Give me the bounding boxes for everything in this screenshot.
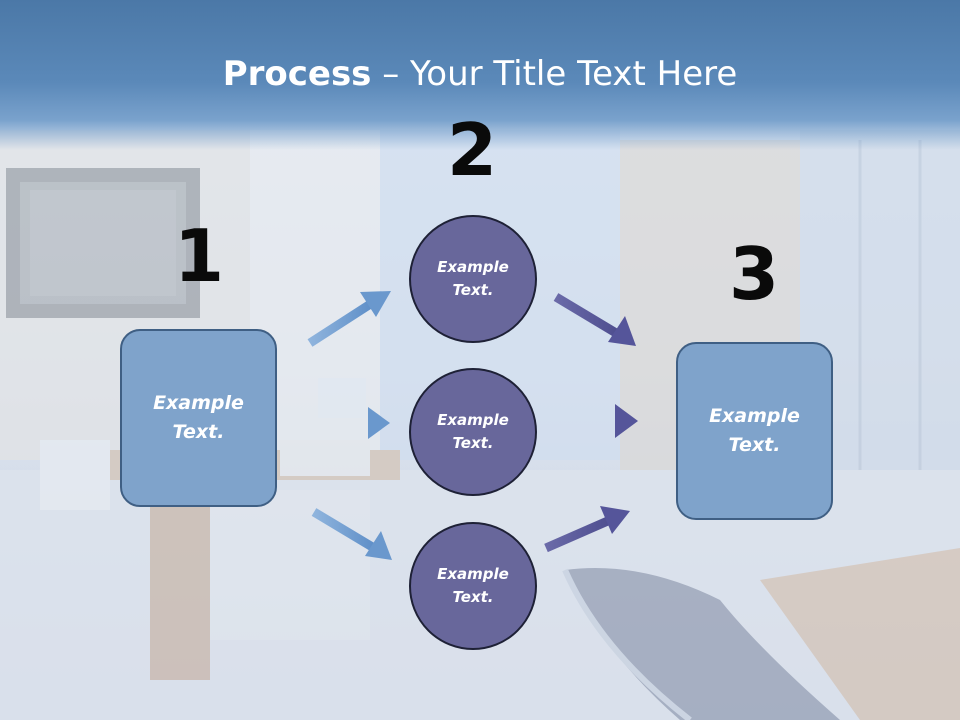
step-1-text-line2: Text. <box>172 421 225 443</box>
step-1-text-line1: Example <box>153 392 244 414</box>
step-2-circle-bottom[interactable]: Example Text. <box>409 522 537 650</box>
title-band <box>0 0 960 150</box>
step-3-box[interactable]: Example Text. <box>676 342 833 520</box>
arrow-from-circle-top <box>553 293 636 346</box>
arrow-from-circle-bottom <box>544 506 630 553</box>
step-2-circle-middle[interactable]: Example Text. <box>409 368 537 496</box>
circle-bottom-line1: Example <box>437 565 509 583</box>
arrow-to-circle-bottom <box>311 508 392 560</box>
circle-top-line1: Example <box>437 258 509 276</box>
arrow-to-circle-top <box>307 291 391 347</box>
step-number-1: 1 <box>173 214 225 298</box>
title-rest: – Your Title Text Here <box>371 54 738 94</box>
title-bold-part: Process <box>222 54 372 94</box>
step-2-circle-top[interactable]: Example Text. <box>409 215 537 343</box>
circle-bottom-line2: Text. <box>452 588 494 606</box>
step-number-3: 3 <box>728 232 780 316</box>
circle-top-line2: Text. <box>452 281 494 299</box>
step-3-text-line1: Example <box>709 405 800 427</box>
step-number-2: 2 <box>446 108 498 192</box>
arrow-from-circle-middle <box>548 404 638 438</box>
slide-title: Process – Your Title Text Here <box>0 52 960 96</box>
circle-middle-line2: Text. <box>452 434 494 452</box>
step-3-text-line2: Text. <box>728 434 781 456</box>
arrow-to-circle-middle <box>314 407 390 439</box>
circle-middle-line1: Example <box>437 411 509 429</box>
step-1-box[interactable]: Example Text. <box>120 329 277 507</box>
